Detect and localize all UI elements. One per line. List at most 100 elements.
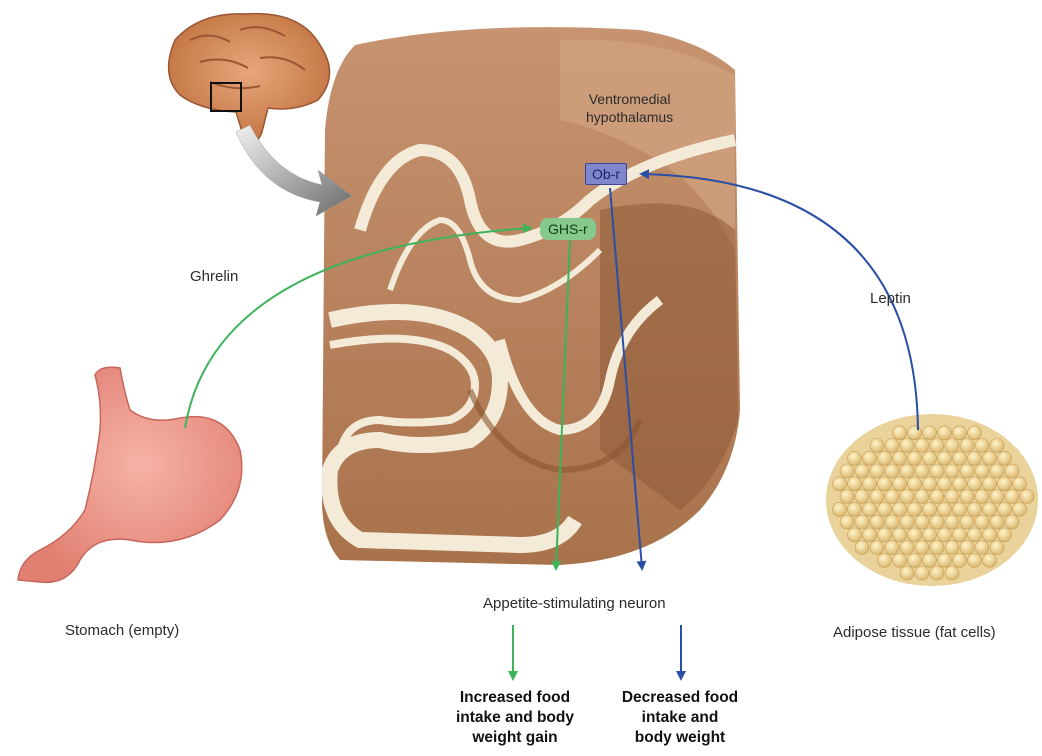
fat-cell <box>938 426 952 440</box>
fat-cell <box>893 502 907 516</box>
fat-cell <box>930 566 944 580</box>
fat-cell <box>960 464 974 478</box>
fat-cell <box>1013 477 1027 491</box>
fat-cell <box>893 553 907 567</box>
fat-cell <box>960 515 974 529</box>
fat-cell <box>1005 515 1019 529</box>
fat-cell <box>863 502 877 516</box>
fat-cell <box>1005 490 1019 504</box>
leptin-label: Leptin <box>870 290 911 307</box>
brain-icon <box>169 14 330 143</box>
increased-intake-label: Increased food intake and body weight ga… <box>440 688 590 748</box>
fat-cell <box>983 477 997 491</box>
fat-cell <box>953 502 967 516</box>
fat-cell <box>923 477 937 491</box>
fat-cell <box>945 464 959 478</box>
fat-cell <box>930 439 944 453</box>
fat-cell <box>998 528 1012 542</box>
fat-cell <box>908 451 922 465</box>
fat-cell <box>923 502 937 516</box>
ventromedial-hypothalamus-label: Ventromedial hypothalamus <box>586 90 673 126</box>
fat-cell <box>975 464 989 478</box>
fat-cell <box>833 502 847 516</box>
fat-cell <box>900 541 914 555</box>
fat-cell <box>945 439 959 453</box>
fat-cell <box>840 515 854 529</box>
fat-cell <box>900 439 914 453</box>
fat-cell <box>938 553 952 567</box>
fat-cell <box>945 490 959 504</box>
fat-cell <box>953 477 967 491</box>
fat-cell <box>908 502 922 516</box>
fat-cell <box>998 477 1012 491</box>
fat-cell <box>983 502 997 516</box>
adipose-tissue-label: Adipose tissue (fat cells) <box>833 624 996 641</box>
fat-cell <box>885 515 899 529</box>
fat-cell <box>915 515 929 529</box>
fat-cell <box>840 490 854 504</box>
fat-cell <box>975 515 989 529</box>
fat-cell <box>915 439 929 453</box>
fat-cell <box>930 515 944 529</box>
fat-cell <box>990 541 1004 555</box>
fat-cell <box>915 541 929 555</box>
fat-cell <box>923 451 937 465</box>
fat-cell <box>900 490 914 504</box>
fat-cell <box>870 515 884 529</box>
fat-cell <box>908 528 922 542</box>
fat-cell <box>915 464 929 478</box>
fat-cell <box>930 490 944 504</box>
fat-cell <box>990 439 1004 453</box>
fat-cell <box>968 451 982 465</box>
fat-cell <box>960 490 974 504</box>
fat-cell <box>945 541 959 555</box>
fat-cell <box>863 451 877 465</box>
fat-cell <box>915 566 929 580</box>
fat-cell <box>893 528 907 542</box>
fat-cell <box>975 490 989 504</box>
fat-cell <box>878 528 892 542</box>
fat-cell <box>908 553 922 567</box>
fat-cell <box>870 490 884 504</box>
fat-cell <box>983 553 997 567</box>
fat-cell <box>953 426 967 440</box>
fat-cell <box>893 426 907 440</box>
fat-cell <box>878 502 892 516</box>
fat-cell <box>938 477 952 491</box>
fat-cell <box>863 528 877 542</box>
fat-cell <box>1005 464 1019 478</box>
fat-cell <box>870 464 884 478</box>
fat-cell <box>908 426 922 440</box>
fat-cell <box>990 490 1004 504</box>
fat-cell <box>930 464 944 478</box>
ghrelin-label: Ghrelin <box>190 268 238 285</box>
fat-cell <box>885 439 899 453</box>
fat-cell <box>870 541 884 555</box>
fat-cell <box>885 541 899 555</box>
decreased-intake-label: Decreased food intake and body weight <box>605 688 755 748</box>
fat-cell <box>878 451 892 465</box>
fat-cell <box>855 490 869 504</box>
fat-cell <box>998 502 1012 516</box>
fat-cell <box>945 566 959 580</box>
fat-cell <box>900 515 914 529</box>
adipose-tissue-icon <box>826 414 1038 586</box>
hypothalamus-section-illustration <box>322 27 740 565</box>
fat-cell <box>900 566 914 580</box>
fat-cell <box>848 502 862 516</box>
fat-cell <box>938 528 952 542</box>
fat-cell <box>923 528 937 542</box>
fat-cell <box>960 439 974 453</box>
fat-cell <box>878 477 892 491</box>
fat-cell <box>938 502 952 516</box>
fat-cell <box>975 541 989 555</box>
fat-cell <box>923 553 937 567</box>
fat-cell <box>953 451 967 465</box>
stomach-label: Stomach (empty) <box>65 622 179 639</box>
appetite-neuron-label: Appetite-stimulating neuron <box>483 595 666 612</box>
fat-cell <box>885 490 899 504</box>
fat-cell <box>840 464 854 478</box>
fat-cell <box>863 477 877 491</box>
fat-cell <box>855 464 869 478</box>
